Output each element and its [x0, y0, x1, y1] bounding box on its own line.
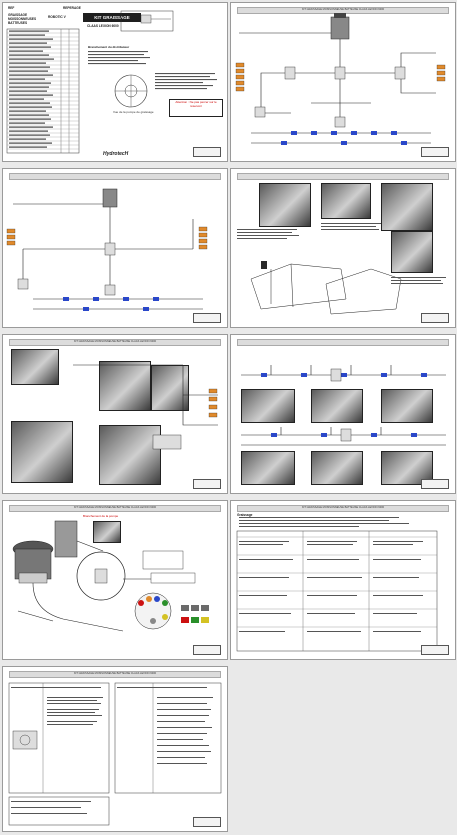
photo-5 — [99, 425, 161, 485]
circuit-diagram — [235, 13, 446, 145]
ref-label: REF — [8, 6, 15, 10]
photo-2 — [311, 389, 363, 423]
section-title: Graissage — [237, 513, 253, 517]
line-diagram — [73, 364, 218, 450]
footer-box — [421, 479, 449, 489]
header-band: KIT GRAISSAGE MOISSONNEUSE BATTEUSE CLAA… — [237, 505, 449, 512]
pump-label: Vue de la pompe de graissage — [113, 110, 154, 114]
warning-text: Attention : Ne pas percer sur le réservo… — [175, 100, 217, 108]
page-4 — [230, 168, 456, 328]
footer-box — [193, 817, 221, 827]
photo-3 — [151, 365, 189, 411]
header-band — [9, 173, 221, 180]
parts-table — [6, 10, 217, 154]
footer-box — [421, 645, 449, 655]
line-diagram-2 — [241, 365, 446, 446]
photo-1 — [259, 183, 311, 227]
page-7: KIT GRAISSAGE MOISSONNEUSE BATTEUSE CLAA… — [2, 500, 228, 660]
row-3: BATTEUSES — [8, 21, 28, 25]
fault-table-2 — [8, 682, 222, 826]
header-band: KIT GRAISSAGE MOISSONNEUSE BATTEUSE CLAA… — [9, 671, 221, 678]
header-text: KIT GRAISSAGE MOISSONNEUSE BATTEUSE CLAA… — [73, 506, 157, 509]
page-1: REF REPERAGE GRAISSAGE MOISSONNEUSES BAT… — [2, 2, 228, 162]
footer-box — [421, 313, 449, 323]
ref-value: REPERAGE — [63, 6, 81, 10]
page-9: KIT GRAISSAGE MOISSONNEUSE BATTEUSE CLAA… — [2, 666, 228, 832]
header-band — [237, 173, 449, 180]
photo-1 — [11, 349, 59, 385]
class-label: CLAAS LEXION 6000 — [87, 24, 119, 28]
footer-box — [421, 147, 449, 157]
footer-box — [193, 313, 221, 323]
photo-2 — [321, 183, 371, 219]
header-band: KIT GRAISSAGE MOISSONNEUSE BATTEUSE CLAA… — [9, 505, 221, 512]
hydrotech-logo: HydrotecH — [103, 151, 129, 157]
header-text: KIT GRAISSAGE MOISSONNEUSE BATTEUSE CLAA… — [301, 8, 385, 11]
header-text: KIT GRAISSAGE MOISSONNEUSE BATTEUSE CLAA… — [73, 340, 157, 343]
footer-box — [193, 645, 221, 655]
photo-4 — [391, 231, 433, 273]
photo-5 — [311, 451, 363, 485]
row-2: MOISSONNEUSES — [8, 17, 37, 21]
pump-diagram — [12, 520, 209, 632]
label-1: Branchement de la pompe — [83, 514, 119, 518]
model: ROBOTIC V — [48, 15, 66, 19]
footer-box — [193, 479, 221, 489]
photo-2 — [99, 361, 151, 411]
fault-table — [236, 517, 438, 652]
page-6 — [230, 334, 456, 494]
footer-box — [193, 147, 221, 157]
photo-1 — [241, 389, 295, 423]
header-band — [237, 339, 449, 346]
section-title: Branchement du distributeur — [88, 45, 130, 49]
header-band: KIT GRAISSAGE MOISSONNEUSE BATTEUSE CLAA… — [9, 339, 221, 346]
row-1: GRAISSAGE — [8, 13, 28, 17]
photo-1 — [93, 521, 121, 543]
photo-3 — [381, 183, 433, 231]
page-2: KIT GRAISSAGE MOISSONNEUSE BATTEUSE CLAA… — [230, 2, 456, 162]
circuit-diagram-2 — [6, 188, 208, 311]
page-8: KIT GRAISSAGE MOISSONNEUSE BATTEUSE CLAA… — [230, 500, 456, 660]
page-5: KIT GRAISSAGE MOISSONNEUSE BATTEUSE CLAA… — [2, 334, 228, 494]
machine-sketch — [237, 223, 446, 315]
header-text: KIT GRAISSAGE MOISSONNEUSE BATTEUSE CLAA… — [73, 672, 157, 675]
page-3 — [2, 168, 228, 328]
header-text: KIT GRAISSAGE MOISSONNEUSE BATTEUSE CLAA… — [301, 506, 385, 509]
photo-4 — [11, 421, 73, 483]
kit-title: KIT GRAISSAGE — [83, 13, 141, 22]
photo-3 — [381, 389, 433, 423]
photo-4 — [241, 451, 295, 485]
warning-note: Attention : Ne pas percer sur le réservo… — [169, 99, 223, 117]
